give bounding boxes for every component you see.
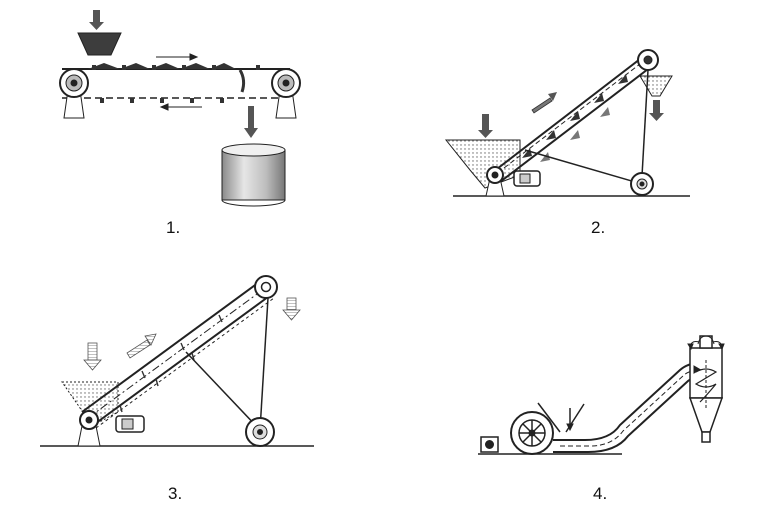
direction-arrow-left-icon — [159, 103, 202, 111]
panel-4-label: 4. — [593, 484, 608, 503]
drive-pulley — [485, 166, 505, 197]
panel-4-pneumatic-conveyor — [478, 335, 725, 455]
head-pulley — [254, 275, 278, 299]
feed-arrow-icon — [89, 10, 104, 30]
discharge-arrow-icon — [649, 100, 664, 121]
discharge-hopper — [639, 75, 673, 97]
belt-cleats — [92, 65, 260, 103]
discharge-arrow-icon — [244, 106, 258, 138]
transport-wheel — [630, 172, 654, 196]
blower-fan — [510, 411, 554, 455]
cyclone-separator — [687, 335, 725, 443]
collection-drum — [221, 143, 286, 207]
direction-arrow-up-icon — [126, 333, 157, 359]
panel-1-horizontal-conveyor — [59, 10, 301, 207]
tail-pulley-right — [271, 68, 301, 119]
feed-arrow-icon — [478, 114, 493, 138]
direction-arrow-up-icon — [531, 92, 557, 114]
direction-arrow-right-icon — [156, 53, 199, 61]
feed-hopper — [61, 381, 119, 427]
panel-3-label: 3. — [168, 484, 183, 503]
exhaust-arrow-icon — [687, 341, 725, 351]
discharge-arrow-icon — [282, 297, 301, 321]
panel-2-inclined-conveyor — [444, 49, 690, 197]
panel-3-inclined-conveyor — [40, 275, 314, 447]
feed-hopper — [444, 139, 521, 189]
hopper — [77, 32, 122, 56]
head-pulley — [637, 49, 659, 71]
drive-pulley-left — [59, 68, 89, 119]
feed-arrow-icon — [83, 342, 102, 371]
motor — [513, 170, 541, 187]
belt-cleats — [522, 74, 628, 162]
material-inlet-arrow-icon — [566, 408, 574, 432]
panel-1-label: 1. — [166, 218, 181, 237]
motor — [480, 436, 499, 453]
transport-wheel — [245, 417, 275, 447]
panel-2-label: 2. — [591, 218, 606, 237]
drive-pulley — [77, 410, 101, 447]
belt-cleats — [119, 314, 223, 413]
motor — [115, 415, 145, 433]
